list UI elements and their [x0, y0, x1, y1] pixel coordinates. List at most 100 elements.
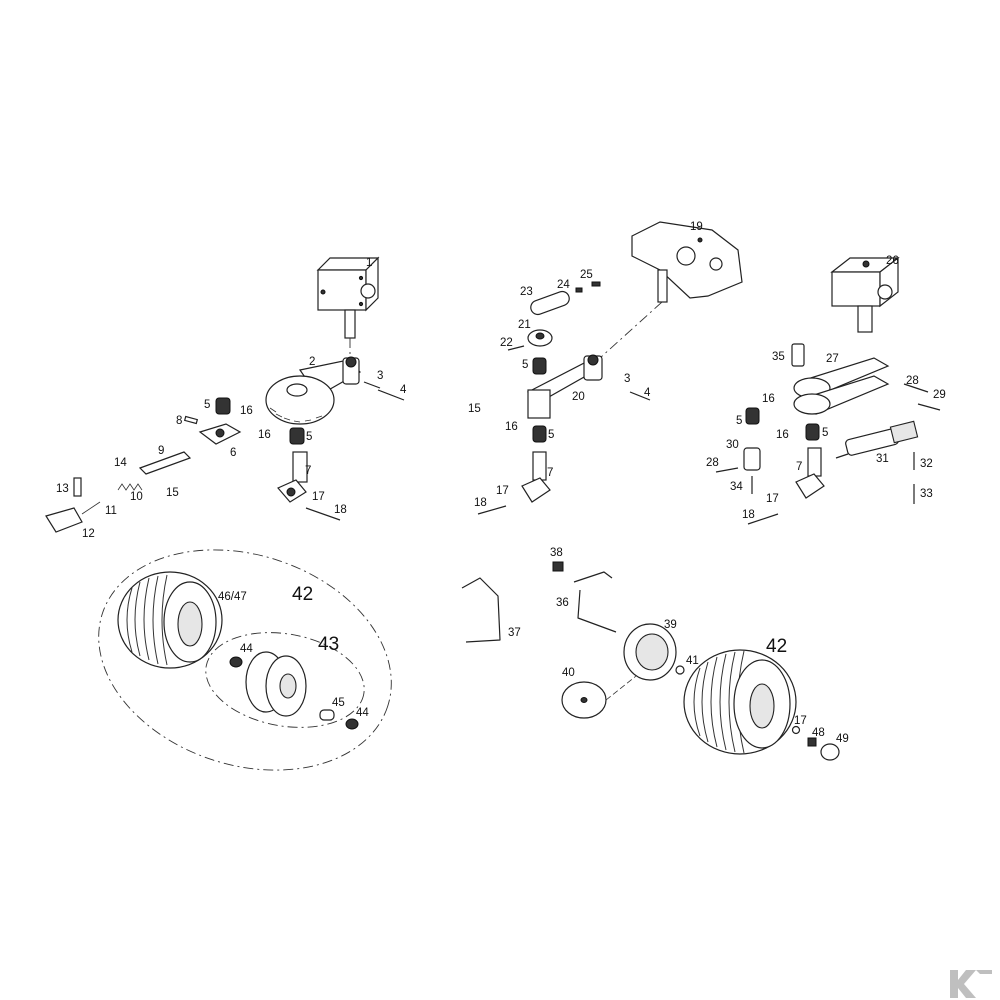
callout-12: 12	[82, 528, 95, 540]
nut-5-center-lower	[532, 425, 547, 443]
swivel-arm-2	[265, 356, 361, 425]
callout-42: 42	[292, 584, 313, 605]
bar-36	[573, 571, 617, 633]
frame-bracket-19	[631, 221, 743, 303]
nut-5-right-upper	[745, 407, 760, 425]
callout-18: 18	[334, 504, 347, 516]
callout-7: 7	[305, 465, 311, 477]
callout-19: 19	[690, 221, 703, 233]
callout-38: 38	[550, 547, 563, 559]
callout-16: 16	[505, 421, 518, 433]
axle-beam-20	[526, 354, 603, 419]
callout-17: 17	[766, 493, 779, 505]
nut-5-lower	[289, 427, 305, 445]
callout-36: 36	[556, 597, 569, 609]
callout-37: 37	[508, 627, 521, 639]
callout-18: 18	[742, 509, 755, 521]
gearbox-housing-1	[316, 256, 380, 339]
callout-22: 22	[500, 337, 513, 349]
gearbox-housing-26	[830, 256, 900, 333]
callout-41: 41	[686, 655, 699, 667]
callout-4: 4	[400, 384, 407, 396]
tyre-42	[683, 649, 797, 755]
washer-17	[791, 725, 801, 735]
pin-28-right	[903, 383, 929, 393]
callout-46-47: 46/47	[218, 591, 247, 603]
callout-16: 16	[776, 429, 789, 441]
callout-2: 2	[309, 356, 315, 368]
callout-44: 44	[240, 643, 253, 655]
callout-7: 7	[547, 467, 553, 479]
callout-27: 27	[826, 353, 839, 365]
nut-5-upper	[215, 397, 231, 415]
bearing-44-right	[345, 718, 359, 730]
callout-16: 16	[258, 429, 271, 441]
callout-6: 6	[230, 447, 236, 459]
callout-26: 26	[886, 255, 899, 267]
callout-28: 28	[706, 457, 719, 469]
callout-16: 16	[240, 405, 253, 417]
callout-3: 3	[624, 373, 630, 385]
callout-49: 49	[836, 733, 849, 745]
pin-18-right	[747, 513, 779, 525]
wheel-assembly-right: 38 36 37 39 41 40 42 17 48 49	[461, 547, 849, 761]
callout-5: 5	[736, 415, 742, 427]
bolt-25	[591, 281, 601, 287]
callout-45: 45	[332, 697, 345, 709]
callout-3: 3	[377, 370, 383, 382]
pin-28-lower	[715, 467, 739, 473]
callout-10: 10	[130, 491, 143, 503]
callout-33: 33	[920, 488, 933, 500]
nut-5-center-upper	[532, 357, 547, 375]
cover-39	[623, 623, 677, 681]
cylinder-31	[835, 420, 919, 459]
callout-16: 16	[762, 393, 775, 405]
callout-30: 30	[726, 439, 739, 451]
callout-39: 39	[664, 619, 677, 631]
callout-18: 18	[474, 497, 487, 509]
block-30	[743, 447, 761, 471]
callout-35: 35	[772, 351, 785, 363]
plate-23	[530, 290, 570, 316]
lever-9	[138, 451, 192, 475]
pin-18-center	[477, 505, 507, 515]
callout-8: 8	[176, 415, 182, 427]
spindle-7	[277, 451, 308, 503]
callout-14: 14	[114, 457, 127, 469]
pin-4-center	[629, 391, 651, 401]
callout-5: 5	[548, 429, 554, 441]
spring-10	[117, 483, 143, 491]
callout-5: 5	[306, 431, 312, 443]
cap-49	[820, 743, 840, 761]
callout-32: 32	[920, 458, 933, 470]
callout-4: 4	[644, 387, 651, 399]
handle-12	[45, 501, 101, 533]
callout-15: 15	[166, 487, 179, 499]
spindle-7-center	[521, 451, 551, 503]
callout-17: 17	[794, 715, 807, 727]
callout-48: 48	[812, 727, 825, 739]
nut-48	[807, 737, 817, 747]
disc-40	[561, 681, 607, 719]
clip-38	[552, 561, 564, 572]
bushing-21	[527, 329, 553, 347]
pin-3-left	[363, 381, 381, 389]
callout-21: 21	[518, 319, 531, 331]
callout-17: 17	[312, 491, 325, 503]
callout-34: 34	[730, 481, 743, 493]
callout-40: 40	[562, 667, 575, 679]
callout-7: 7	[796, 461, 802, 473]
callout-23: 23	[520, 286, 533, 298]
washer-41	[675, 665, 685, 675]
callout-5: 5	[822, 427, 828, 439]
tyre-46-47	[117, 571, 223, 669]
pin-22	[507, 345, 525, 351]
wheel-assembly-left: 42 46/47 43 44 45 44	[98, 549, 392, 771]
callout-9: 9	[158, 445, 164, 457]
pin-4-left	[377, 389, 405, 401]
callout-11: 11	[105, 505, 117, 517]
callout-1: 1	[366, 257, 372, 269]
callout-28: 28	[906, 375, 919, 387]
callout-20: 20	[572, 391, 585, 403]
callout-43: 43	[318, 634, 339, 655]
